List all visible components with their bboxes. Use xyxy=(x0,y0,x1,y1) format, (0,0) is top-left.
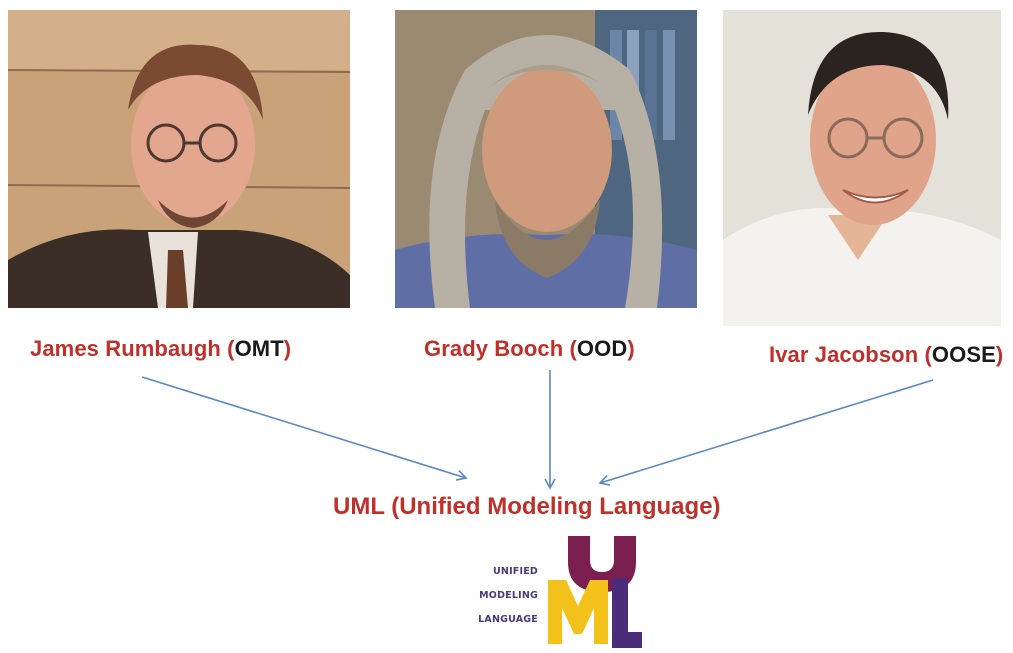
arrow-omt-to-uml xyxy=(141,376,468,481)
open-paren: ( xyxy=(569,336,577,361)
person-name: Grady Booch xyxy=(424,336,564,361)
uml-logo-graphic xyxy=(548,536,642,648)
method-name: OMT xyxy=(234,336,284,361)
logo-word-modeling: MODELING xyxy=(479,590,538,601)
open-paren: ( xyxy=(227,336,235,361)
close-paren: ) xyxy=(627,336,635,361)
label-ivar-jacobson: Ivar Jacobson (OOSE) xyxy=(769,342,1003,368)
arrow-oose-to-uml xyxy=(598,379,934,486)
close-paren: ) xyxy=(283,336,292,361)
close-paren: ) xyxy=(995,342,1004,367)
ivar-jacobson-photo xyxy=(723,10,1001,326)
logo-word-language: LANGUAGE xyxy=(478,614,538,625)
method-name: OOD xyxy=(576,336,628,361)
person-name: Ivar Jacobson xyxy=(769,342,919,367)
person-name: James Rumbaugh xyxy=(30,336,221,361)
logo-word-unified: UNIFIED xyxy=(493,566,538,577)
grady-booch-photo xyxy=(395,10,697,308)
method-name: OOSE xyxy=(931,342,996,367)
label-grady-booch: Grady Booch (OOD) xyxy=(424,336,635,362)
label-james-rumbaugh: James Rumbaugh (OMT) xyxy=(30,336,291,362)
logo-letter-l xyxy=(612,578,642,648)
james-rumbaugh-photo xyxy=(8,10,350,308)
uml-title: UML (Unified Modeling Language) xyxy=(333,493,721,520)
logo-words: UNIFIED MODELING LANGUAGE xyxy=(474,560,538,632)
logo-letter-m xyxy=(548,580,608,644)
open-paren: ( xyxy=(924,342,932,367)
uml-logo: UNIFIED MODELING LANGUAGE xyxy=(474,530,644,653)
